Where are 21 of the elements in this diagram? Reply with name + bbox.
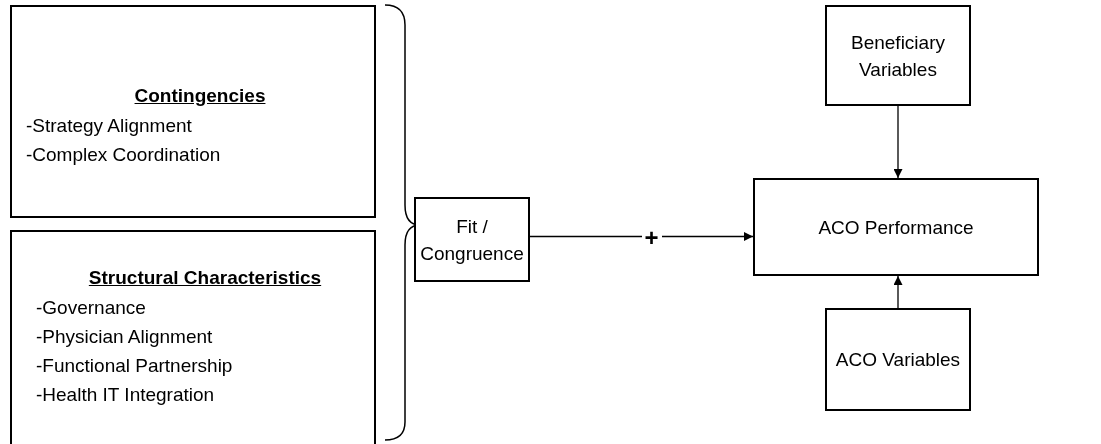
box-label: Beneficiary Variables [850, 30, 946, 82]
text-box [10, 5, 376, 218]
box-label: ACO Performance [818, 215, 974, 240]
arrow [893, 105, 903, 179]
list-item: -Governance [36, 296, 147, 320]
box-label: ACO Variables [835, 348, 961, 372]
text-box [10, 230, 376, 444]
list-item: -Physician Alignment [36, 325, 214, 349]
list-item: -Functional Partnership [36, 354, 234, 378]
text-box [414, 197, 530, 282]
text-box [825, 5, 971, 106]
box-heading: Structural Characteristics [88, 267, 322, 289]
text-box [753, 178, 1039, 276]
box-label: Fit / Congruence [419, 214, 525, 266]
text-box [825, 308, 971, 411]
list-item: -Health IT Integration [36, 383, 216, 407]
list-item: -Strategy Alignment [26, 113, 193, 138]
arrow [893, 275, 903, 309]
box-heading: Contingencies [134, 84, 266, 107]
list-item: -Complex Coordination [26, 142, 222, 167]
arrow [529, 232, 754, 241]
